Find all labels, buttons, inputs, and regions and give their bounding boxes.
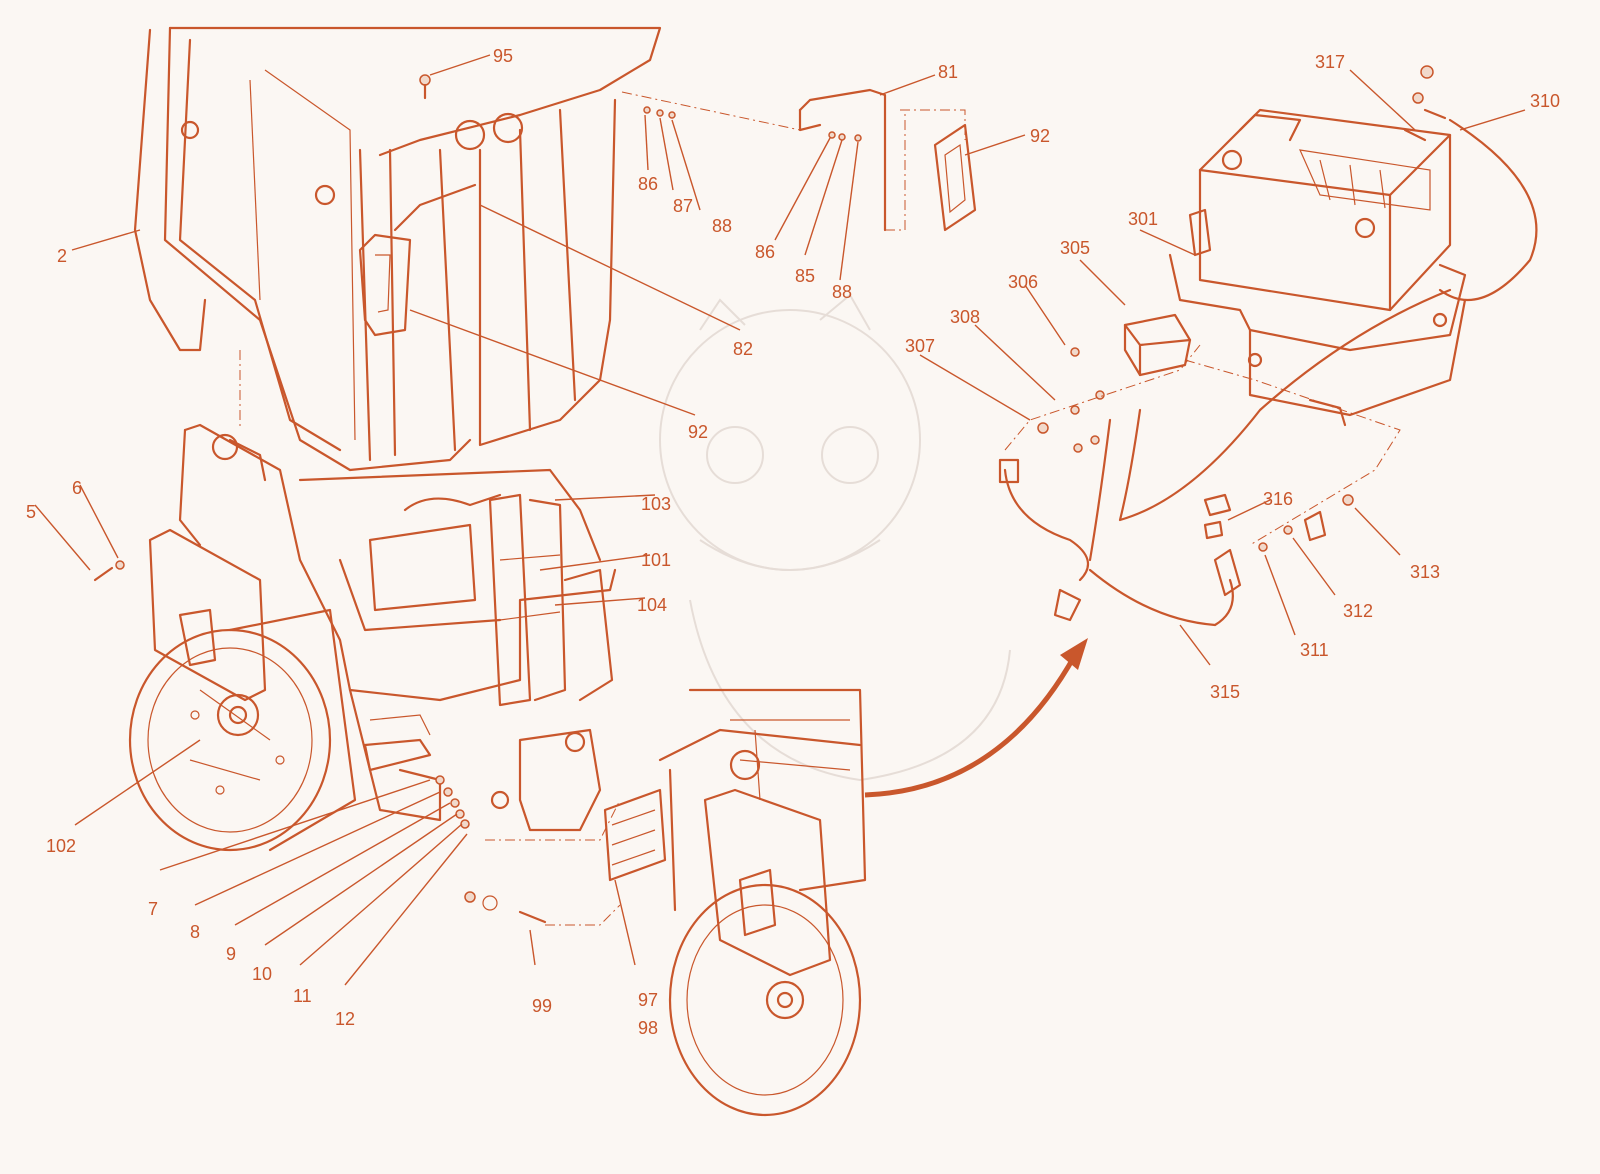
cab-assembly (133, 26, 662, 472)
callout-99: 99 (532, 996, 552, 1016)
callout-85: 85 (795, 266, 815, 286)
callout-310: 310 (1530, 91, 1560, 111)
callout-92-handle: 92 (1030, 126, 1050, 146)
callout-312: 312 (1343, 601, 1373, 621)
callout-103: 103 (641, 494, 671, 514)
callout-308: 308 (950, 307, 980, 327)
callout-82: 82 (733, 339, 753, 359)
callout-313: 313 (1410, 562, 1440, 582)
battery-assembly (1168, 108, 1467, 427)
callout-81: 81 (938, 62, 958, 82)
leader-lines (34, 54, 1526, 986)
callout-311: 311 (1300, 640, 1329, 660)
callout-10: 10 (252, 964, 272, 984)
arrow-indicator (864, 653, 1078, 798)
callout-315: 315 (1210, 682, 1240, 702)
drum-left (128, 528, 357, 852)
callout-labels: 95 81 92 86 87 88 86 85 88 2 82 92 317 3… (26, 46, 1560, 1038)
callout-95: 95 (493, 46, 513, 66)
callout-88-b: 88 (832, 282, 852, 302)
callout-97: 97 (638, 990, 658, 1010)
callout-7: 7 (148, 899, 158, 919)
callout-87: 87 (673, 196, 693, 216)
callout-301: 301 (1128, 209, 1158, 229)
callout-12: 12 (335, 1009, 355, 1029)
drum-right (603, 688, 867, 1117)
callout-11: 11 (293, 986, 312, 1006)
chassis-frame (178, 423, 617, 832)
background-watermark (659, 293, 1011, 782)
callout-9: 9 (226, 944, 236, 964)
callout-317: 317 (1315, 52, 1345, 72)
callout-8: 8 (190, 922, 200, 942)
wire-harness (998, 108, 1538, 627)
callout-98: 98 (638, 1018, 658, 1038)
callout-306: 306 (1008, 272, 1038, 292)
callout-86-a: 86 (638, 174, 658, 194)
callout-307: 307 (905, 336, 935, 356)
callout-5: 5 (26, 502, 36, 522)
callout-316: 316 (1263, 489, 1293, 509)
arrow-head (1060, 638, 1088, 670)
callout-305: 305 (1060, 238, 1090, 258)
callout-88-a: 88 (712, 216, 732, 236)
callout-2: 2 (57, 246, 67, 266)
small-hardware (93, 65, 1434, 924)
callout-92-mirror: 92 (688, 422, 708, 442)
callout-86-b: 86 (755, 242, 775, 262)
callout-6: 6 (72, 478, 82, 498)
callout-104: 104 (637, 595, 667, 615)
callout-102: 102 (46, 836, 76, 856)
centerlines (239, 91, 1401, 926)
callout-101: 101 (641, 550, 671, 570)
